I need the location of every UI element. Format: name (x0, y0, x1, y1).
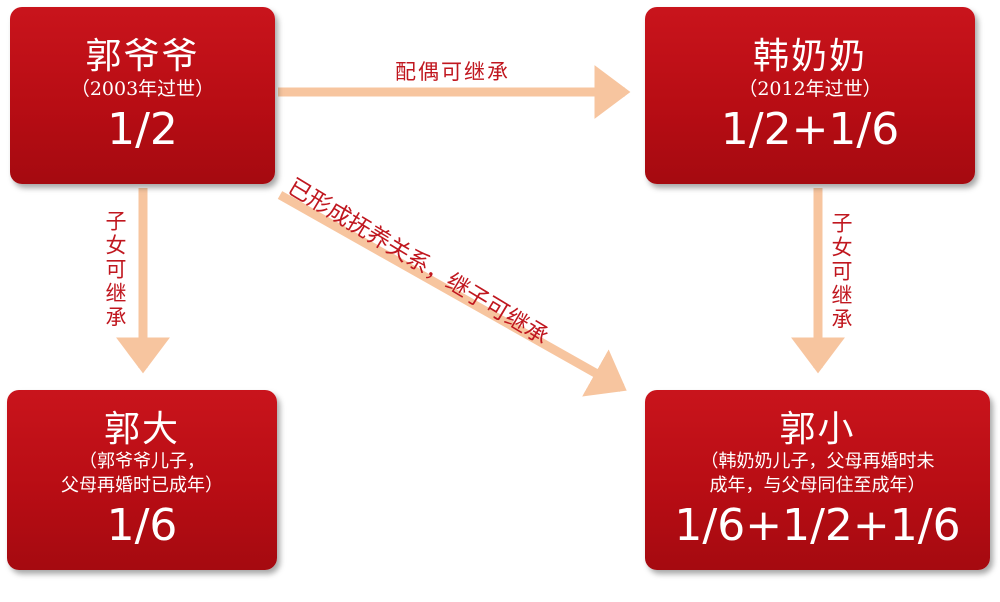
edge-label-spouse: 配偶可继承 (395, 60, 510, 84)
node-name: 郭爷爷 (85, 35, 200, 77)
node-note-line2: 成年，与父母同住至成年） (709, 475, 926, 497)
node-name: 韩奶奶 (752, 35, 867, 77)
step-child-arrow (277, 191, 627, 397)
node-share: 1/2+1/6 (720, 103, 900, 155)
node-note-line1: （郭爷爷儿子， (79, 451, 205, 473)
node-guo-yeye: 郭爷爷 （2003年过世） 1/2 (10, 7, 275, 184)
node-guo-da: 郭大 （郭爷爷儿子， 父母再婚时已成年） 1/6 (7, 390, 277, 570)
node-name: 郭小 (779, 408, 856, 450)
node-share: 1/6+1/2+1/6 (674, 499, 961, 551)
node-name: 郭大 (103, 408, 180, 450)
node-share: 1/2 (107, 103, 178, 155)
edge-label-child-left: 子女可继承 (103, 210, 127, 330)
node-han-nainai: 韩奶奶 （2012年过世） 1/2+1/6 (645, 7, 975, 184)
node-note: （2003年过世） (70, 78, 215, 101)
node-guo-xiao: 郭小 （韩奶奶儿子，父母再婚时未 成年，与父母同住至成年） 1/6+1/2+1/… (645, 390, 990, 570)
node-share: 1/6 (106, 499, 178, 551)
node-note-line1: （韩奶奶儿子，父母再婚时未 (700, 451, 935, 473)
node-note: （2012年过世） (738, 78, 882, 101)
edge-label-child-right: 子女可继承 (829, 212, 853, 332)
node-note-line2: 父母再婚时已成年） (61, 475, 223, 497)
